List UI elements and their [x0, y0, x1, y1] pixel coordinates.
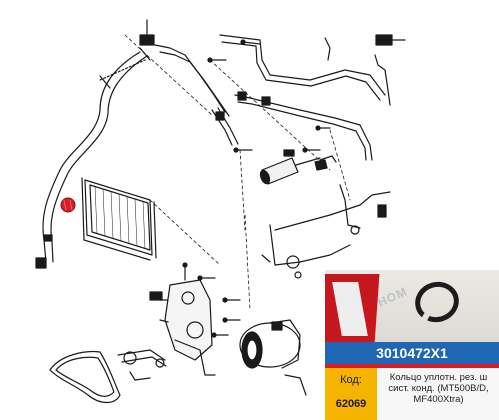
bolt-2 [240, 39, 261, 45]
bolt-4 [302, 147, 321, 153]
hose-end-lower [35, 234, 53, 269]
red-oring-marker[interactable] [60, 197, 76, 213]
code-box: Код: 62069 [325, 368, 377, 420]
fitting-top-left [139, 19, 155, 46]
drive-belt [49, 350, 121, 404]
bolt-10 [182, 262, 188, 281]
refrigerant-line-lower [154, 44, 230, 117]
code-value: 62069 [335, 398, 367, 410]
product-description: Кольцо уплотн. рез. ш сист. конд. (MT500… [377, 368, 499, 420]
code-label: Код: [340, 374, 362, 386]
bolt-9 [211, 332, 229, 338]
clip-3 [215, 111, 225, 121]
brand-band [325, 274, 380, 344]
refrigerant-hose-main [42, 47, 151, 263]
leader-lines [124, 34, 351, 311]
mounting-bracket [261, 184, 391, 279]
bolt-8 [222, 317, 241, 323]
clip-2 [261, 96, 271, 106]
condenser [81, 177, 157, 261]
belt-tensioner [117, 349, 167, 381]
bolt-5 [233, 147, 253, 153]
switch [314, 159, 328, 171]
bolt-3 [315, 125, 331, 131]
bolt-7 [222, 297, 241, 303]
fitting-top-right [375, 34, 406, 46]
accent-stripe [325, 364, 499, 368]
bolt-6 [197, 275, 216, 281]
receiver-drier [259, 149, 337, 185]
pipe-upper-right [219, 34, 391, 106]
fittings-and-bolts [35, 19, 406, 338]
compressor [239, 319, 307, 396]
product-photo-card: НОМ 3010472X1 Код: 62069 Кольцо уплотн. … [325, 270, 499, 420]
bolt-1 [207, 57, 227, 63]
clip-1 [237, 91, 247, 101]
part-number-label: 3010472X1 [325, 342, 499, 364]
compressor-bracket [149, 279, 216, 376]
